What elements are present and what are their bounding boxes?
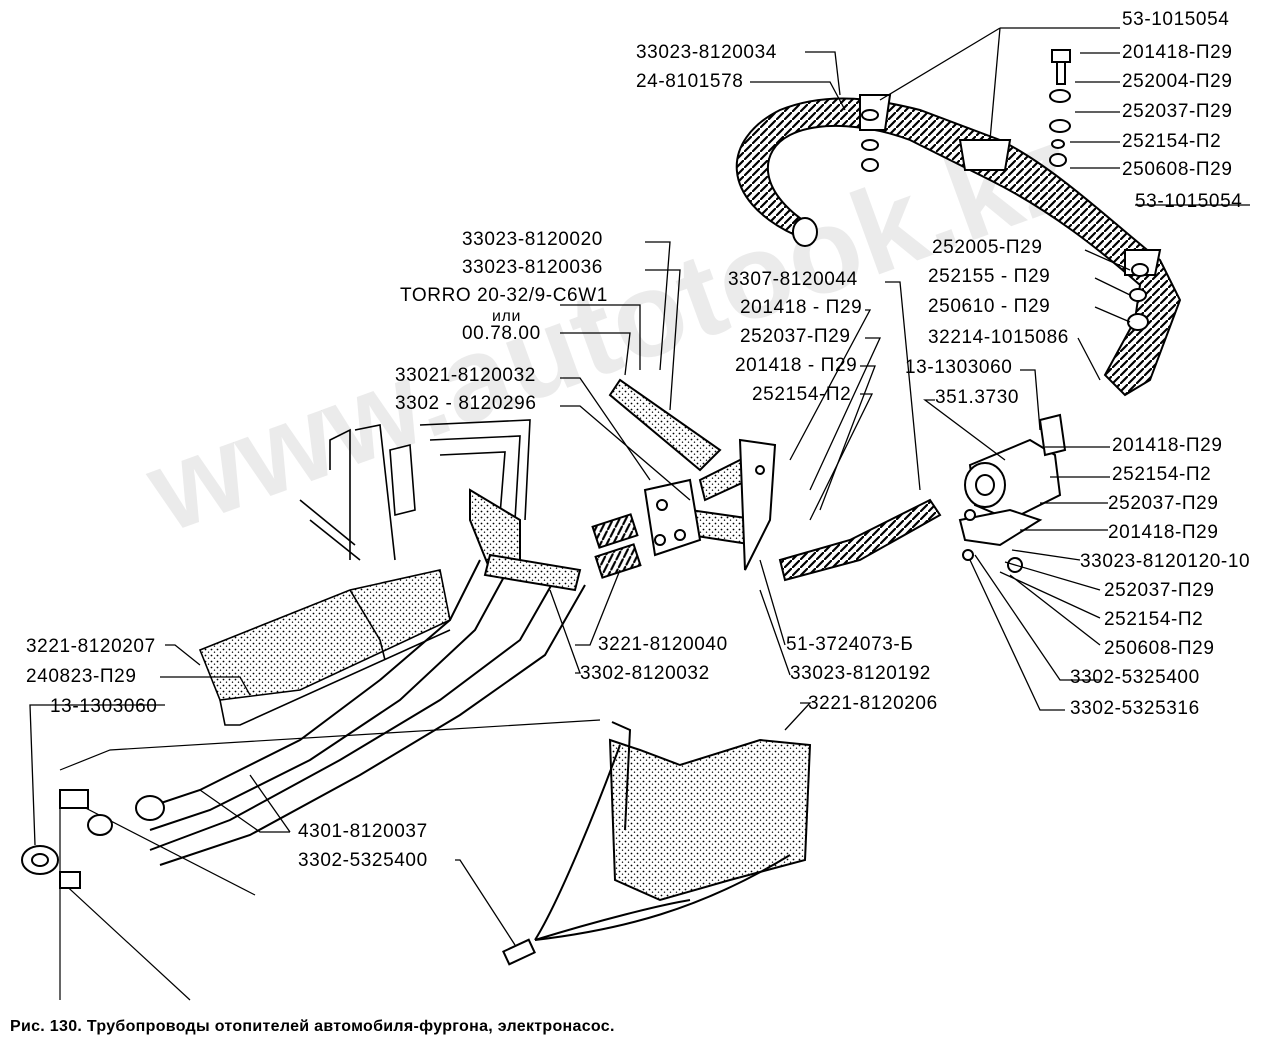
label-3221-8120206: 3221-8120206: [808, 693, 938, 714]
label-201418-p29-e: 201418-П29: [1108, 522, 1219, 543]
label-33021-8120032: 33021-8120032: [395, 365, 536, 386]
label-252037-p29-a: 252037-П29: [1122, 101, 1233, 122]
pump-hose: [778, 498, 942, 582]
label-252154-p2-d: 252154-П2: [1104, 609, 1204, 630]
center-hoses: [469, 378, 772, 592]
label-252154-p2-c: 252154-П2: [1112, 464, 1212, 485]
label-4301-8120037: 4301-8120037: [298, 821, 428, 842]
label-250610-p29: 250610 - П29: [928, 296, 1051, 317]
fastener-stack-top: [861, 49, 1149, 331]
label-252154-p2-b: 252154-П2: [752, 384, 852, 405]
label-252037-p29-d: 252037-П29: [1104, 580, 1215, 601]
label-32214-1015086: 32214-1015086: [928, 327, 1069, 348]
label-201418-p29-c: 201418 - П29: [735, 355, 858, 376]
label-252004-p29: 252004-П29: [1122, 71, 1233, 92]
left-couplings: [21, 789, 165, 889]
label-33023-8120036: 33023-8120036: [462, 257, 603, 278]
label-250608-p29-b: 250608-П29: [1104, 638, 1215, 659]
label-ili: или: [492, 308, 522, 325]
label-33023-8120034: 33023-8120034: [636, 42, 777, 63]
label-3307-8120044: 3307-8120044: [728, 269, 858, 290]
leader-lines: [29, 27, 1250, 946]
label-00-78-00: 00.78.00: [462, 323, 541, 344]
label-51-3724073-b: 51-3724073-Б: [786, 634, 914, 655]
label-3302-5325316: 3302-5325316: [1070, 698, 1200, 719]
label-53-1015054-mid: 53-1015054: [1135, 191, 1243, 212]
label-33023-8120020: 33023-8120020: [462, 229, 603, 250]
label-252037-p29-c: 252037-П29: [1108, 493, 1219, 514]
heater-box: [198, 569, 451, 726]
label-240823-p29: 240823-П29: [26, 666, 137, 687]
label-13-1303060-right: 13-1303060: [905, 357, 1013, 378]
electric-pump: [958, 413, 1067, 573]
label-53-1015054-top: 53-1015054: [1122, 9, 1230, 30]
floor-pipes: [59, 559, 601, 1001]
label-201418-p29-a: 201418-П29: [1122, 42, 1233, 63]
label-3221-8120207: 3221-8120207: [26, 636, 156, 657]
label-33023-8120120-10: 33023-8120120-10: [1080, 551, 1251, 572]
label-250608-p29-a: 250608-П29: [1122, 159, 1233, 180]
label-3302-8120032: 3302-8120032: [580, 663, 710, 684]
label-24-8101578: 24-8101578: [636, 71, 744, 92]
figure-caption: Рис. 130. Трубопроводы отопителей автомо…: [10, 1018, 615, 1035]
label-351-3730: 351.3730: [935, 387, 1020, 408]
label-33023-8120192: 33023-8120192: [790, 663, 931, 684]
label-252155-p29: 252155 - П29: [928, 266, 1051, 287]
label-3221-8120040: 3221-8120040: [598, 634, 728, 655]
shroud-cover: [502, 721, 812, 966]
upper-hose-loop: [735, 94, 1182, 397]
label-252154-p2-a: 252154-П2: [1122, 131, 1222, 152]
label-torro: TORRO 20-32/9-C6W1: [400, 285, 608, 306]
valve-block: [643, 438, 777, 571]
label-13-1303060-left: 13-1303060: [50, 696, 158, 717]
label-252005-p29: 252005-П29: [932, 237, 1043, 258]
label-252037-p29-b: 252037-П29: [740, 326, 851, 347]
label-201418-p29-d: 201418-П29: [1112, 435, 1223, 456]
label-201418-p29-b: 201418 - П29: [740, 297, 863, 318]
label-3302-5325400-right: 3302-5325400: [1070, 667, 1200, 688]
label-3302-8120296: 3302 - 8120296: [395, 393, 537, 414]
label-3302-5325400-bottom: 3302-5325400: [298, 850, 428, 871]
vehicle-frame: [299, 419, 531, 561]
